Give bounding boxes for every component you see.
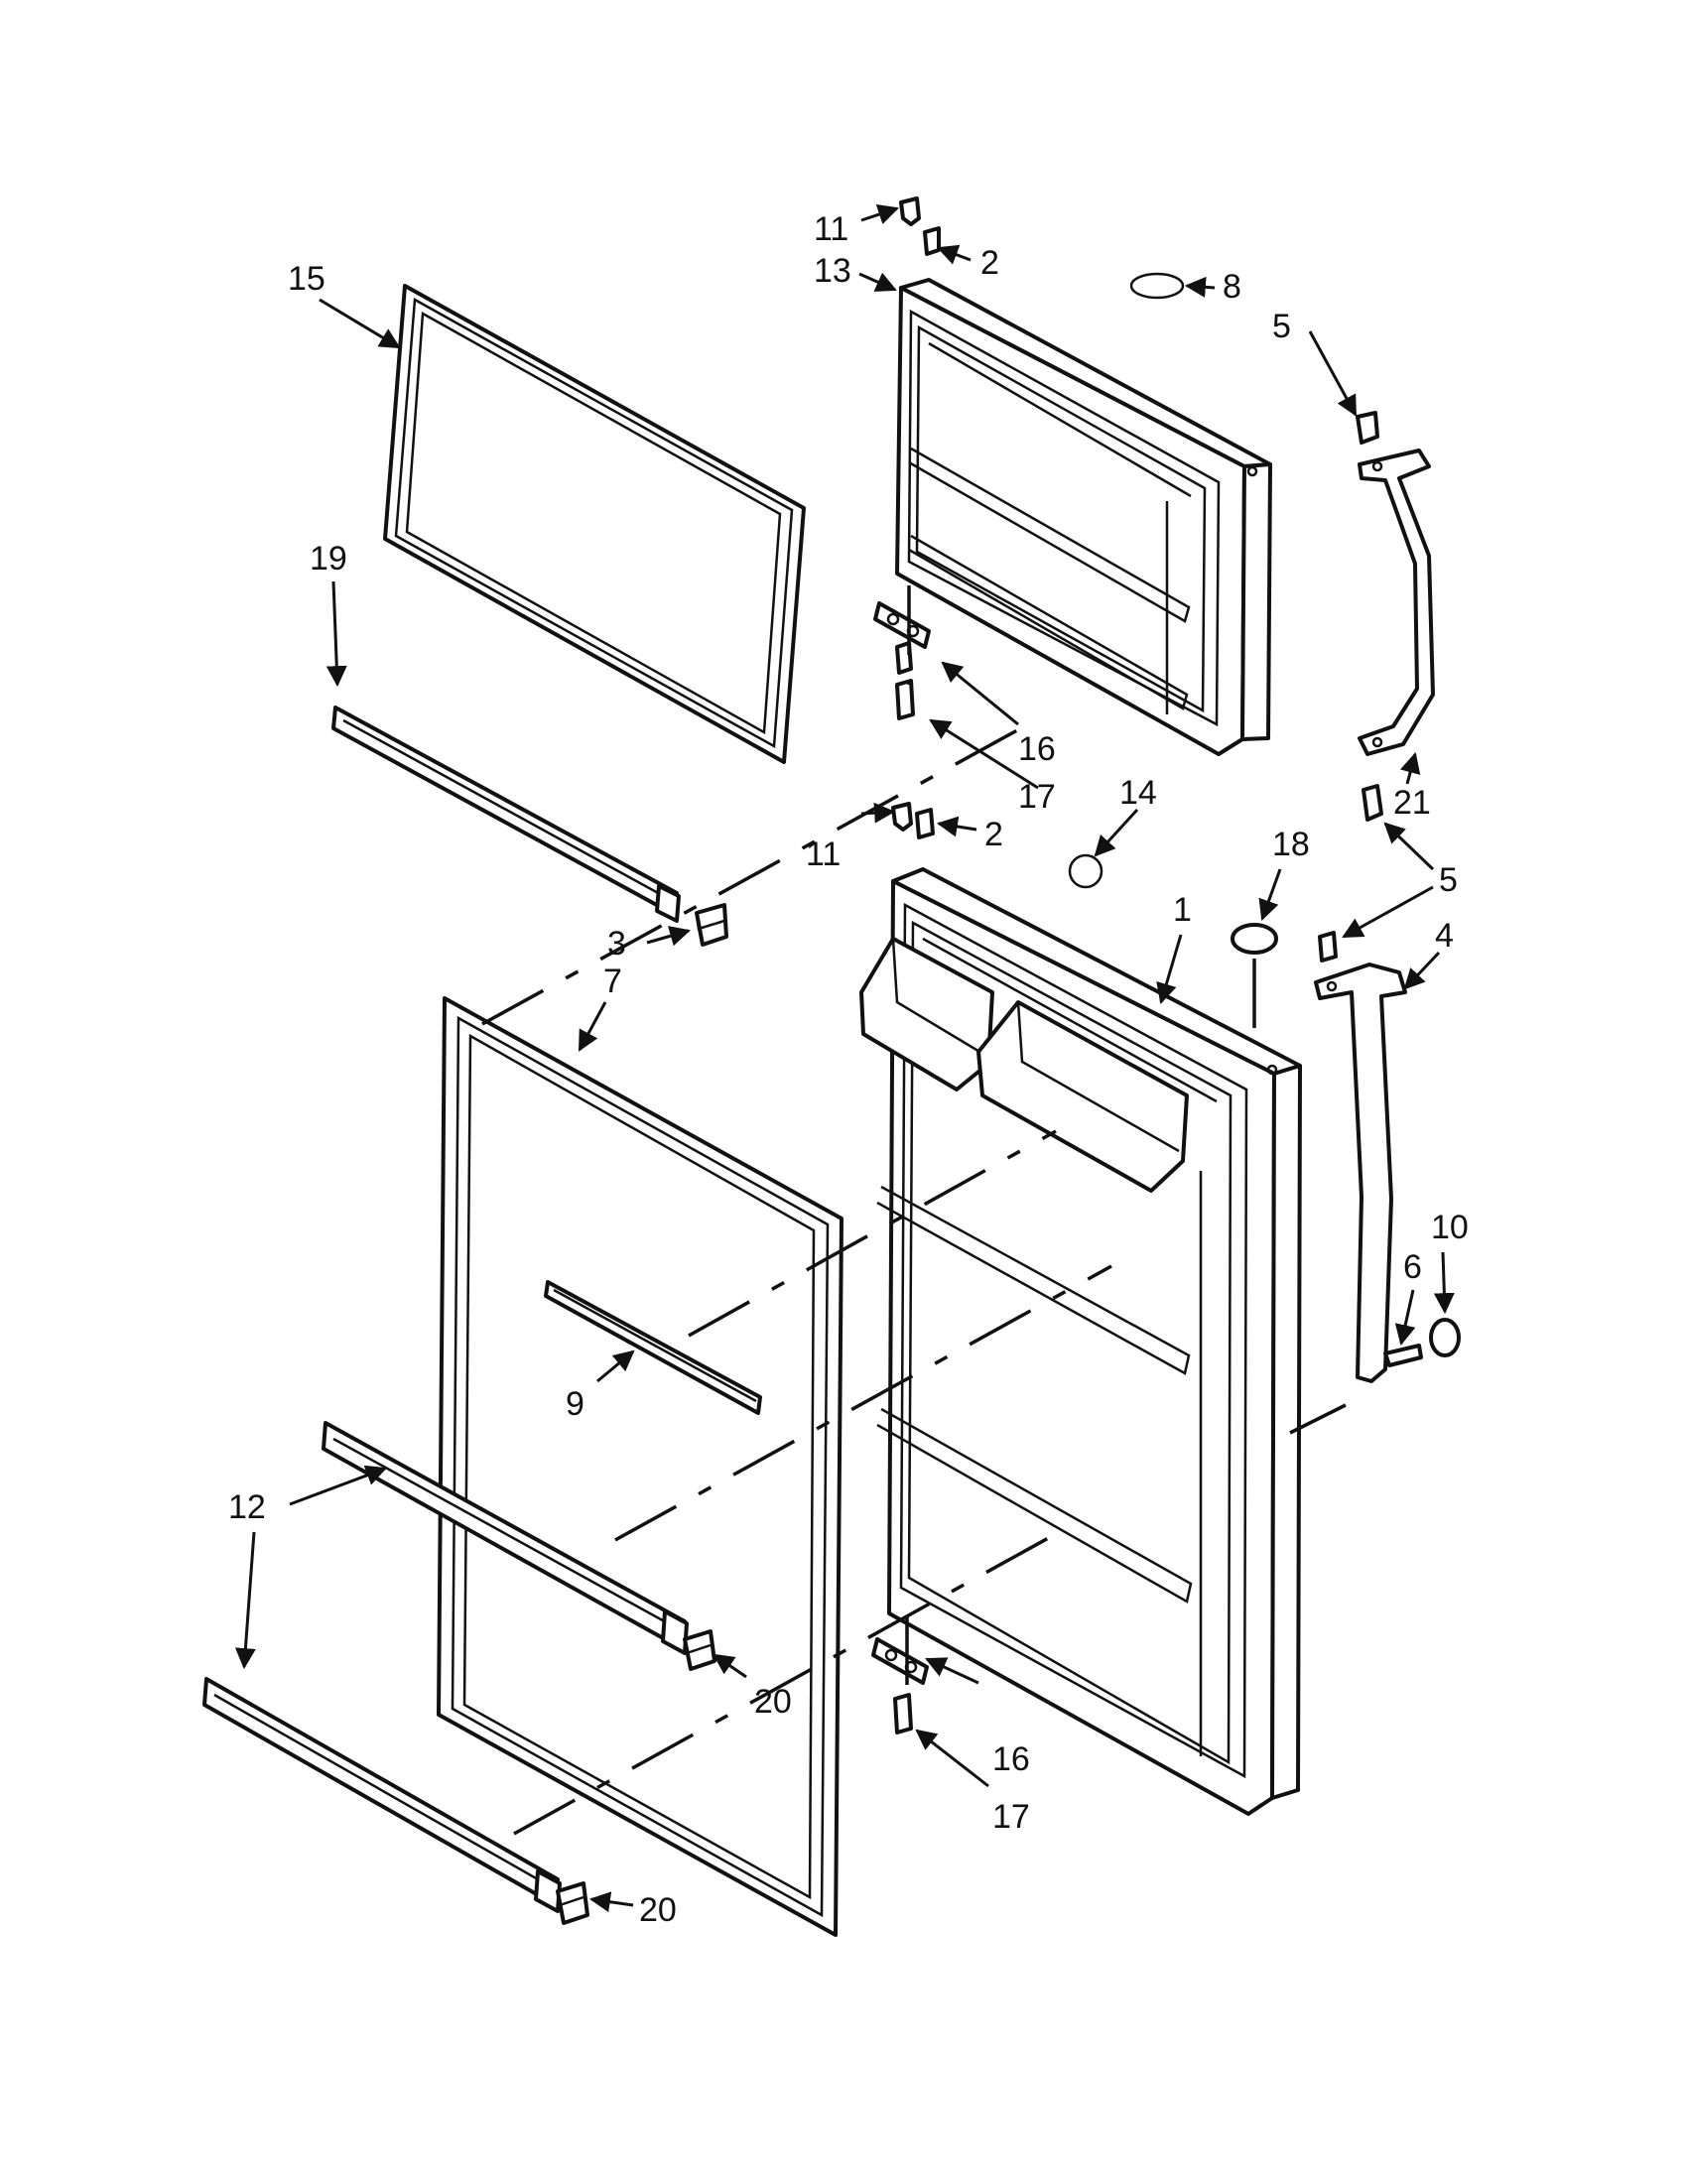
callout-4: 4 (1435, 917, 1454, 955)
callout-labels: 11 2 13 8 5 15 19 16 17 21 11 2 14 18 5 … (228, 210, 1469, 1929)
trim-end-cap (695, 903, 728, 947)
callout-9: 8 (1223, 268, 1241, 306)
callout-2-mid: 2 (984, 816, 1003, 853)
callout-10: 9 (566, 1385, 584, 1423)
alignment-lines (481, 585, 1347, 1836)
callout-18: 18 (1272, 826, 1310, 863)
callout-5-mid: 5 (1439, 861, 1458, 899)
callout-17-top: 17 (1018, 778, 1056, 816)
callout-6: 6 (1403, 1248, 1422, 1286)
fresh-food-door-handle (1314, 963, 1407, 1383)
callout-20-upper: 20 (754, 1683, 792, 1721)
fresh-food-shelf-trim (544, 1280, 762, 1415)
leader-lines (234, 204, 1455, 1913)
freezer-door-handle (1358, 449, 1435, 756)
callout-2-top: 2 (980, 244, 999, 282)
freezer-trim-strip (331, 706, 681, 923)
end-cap-upper (683, 1629, 716, 1671)
callout-1: 1 (1173, 891, 1192, 929)
door-bin-trim-upper (322, 1421, 689, 1655)
callout-11-mid: 11 (806, 835, 841, 873)
fresh-food-door (859, 867, 1302, 1816)
callout-20-lower: 20 (639, 1891, 677, 1929)
freezer-door-gasket (383, 284, 806, 764)
callout-12: 12 (228, 1488, 266, 1526)
callout-7: 7 (603, 963, 622, 1000)
freezer-door (895, 278, 1272, 756)
hardware (871, 196, 1461, 1734)
callout-14: 14 (1119, 774, 1157, 812)
callout-3: 3 (607, 925, 626, 963)
callout-8: 10 (1431, 1209, 1469, 1246)
callout-16-top: 16 (1018, 730, 1056, 768)
callout-11-top: 11 (814, 210, 848, 248)
callout-15: 15 (288, 260, 325, 298)
callout-16-bottom: 16 (992, 1740, 1030, 1778)
callout-19: 19 (310, 540, 347, 578)
fresh-food-door-gasket (437, 996, 844, 1937)
callout-13: 13 (814, 252, 851, 290)
callout-17-bottom: 17 (992, 1798, 1030, 1836)
callout-21: 21 (1393, 784, 1431, 822)
door-bin-trim-lower (202, 1677, 562, 1913)
end-cap-lower (556, 1881, 589, 1925)
callout-5-top: 5 (1272, 308, 1291, 345)
